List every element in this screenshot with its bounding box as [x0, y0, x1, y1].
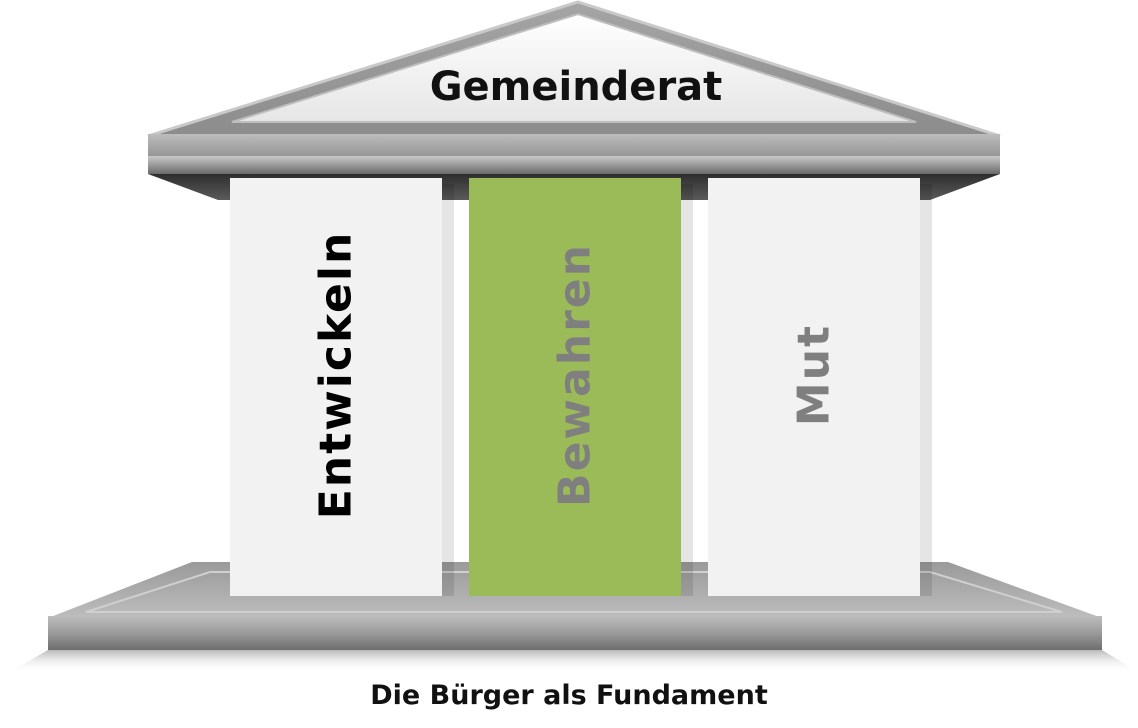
pillar-label-3: Mut [789, 324, 840, 426]
pillar-shadow [920, 184, 932, 596]
roof-beam-front [148, 156, 1000, 174]
pillar-1 [230, 178, 442, 596]
roof-label: Gemeinderat [430, 64, 723, 110]
foundation-label: Die Bürger als Fundament [370, 680, 768, 711]
roof-pediment-inner [231, 12, 917, 123]
base-top-inset [85, 571, 1063, 613]
roof-beam-top [148, 134, 1000, 160]
pillar-label-2: Bewahren [550, 243, 601, 507]
base-front-face [48, 616, 1102, 650]
pillar-shadow [442, 184, 454, 596]
pillar-3 [708, 178, 920, 596]
pillar-shadow [681, 184, 693, 596]
pillar-2 [469, 178, 681, 596]
pillars-group: Entwickeln Bewahren Mut [230, 178, 932, 596]
base-ground-shadow [10, 650, 1138, 672]
roof-pediment-edge [147, 0, 1001, 138]
pillar-label-1: Entwickeln [311, 231, 362, 520]
